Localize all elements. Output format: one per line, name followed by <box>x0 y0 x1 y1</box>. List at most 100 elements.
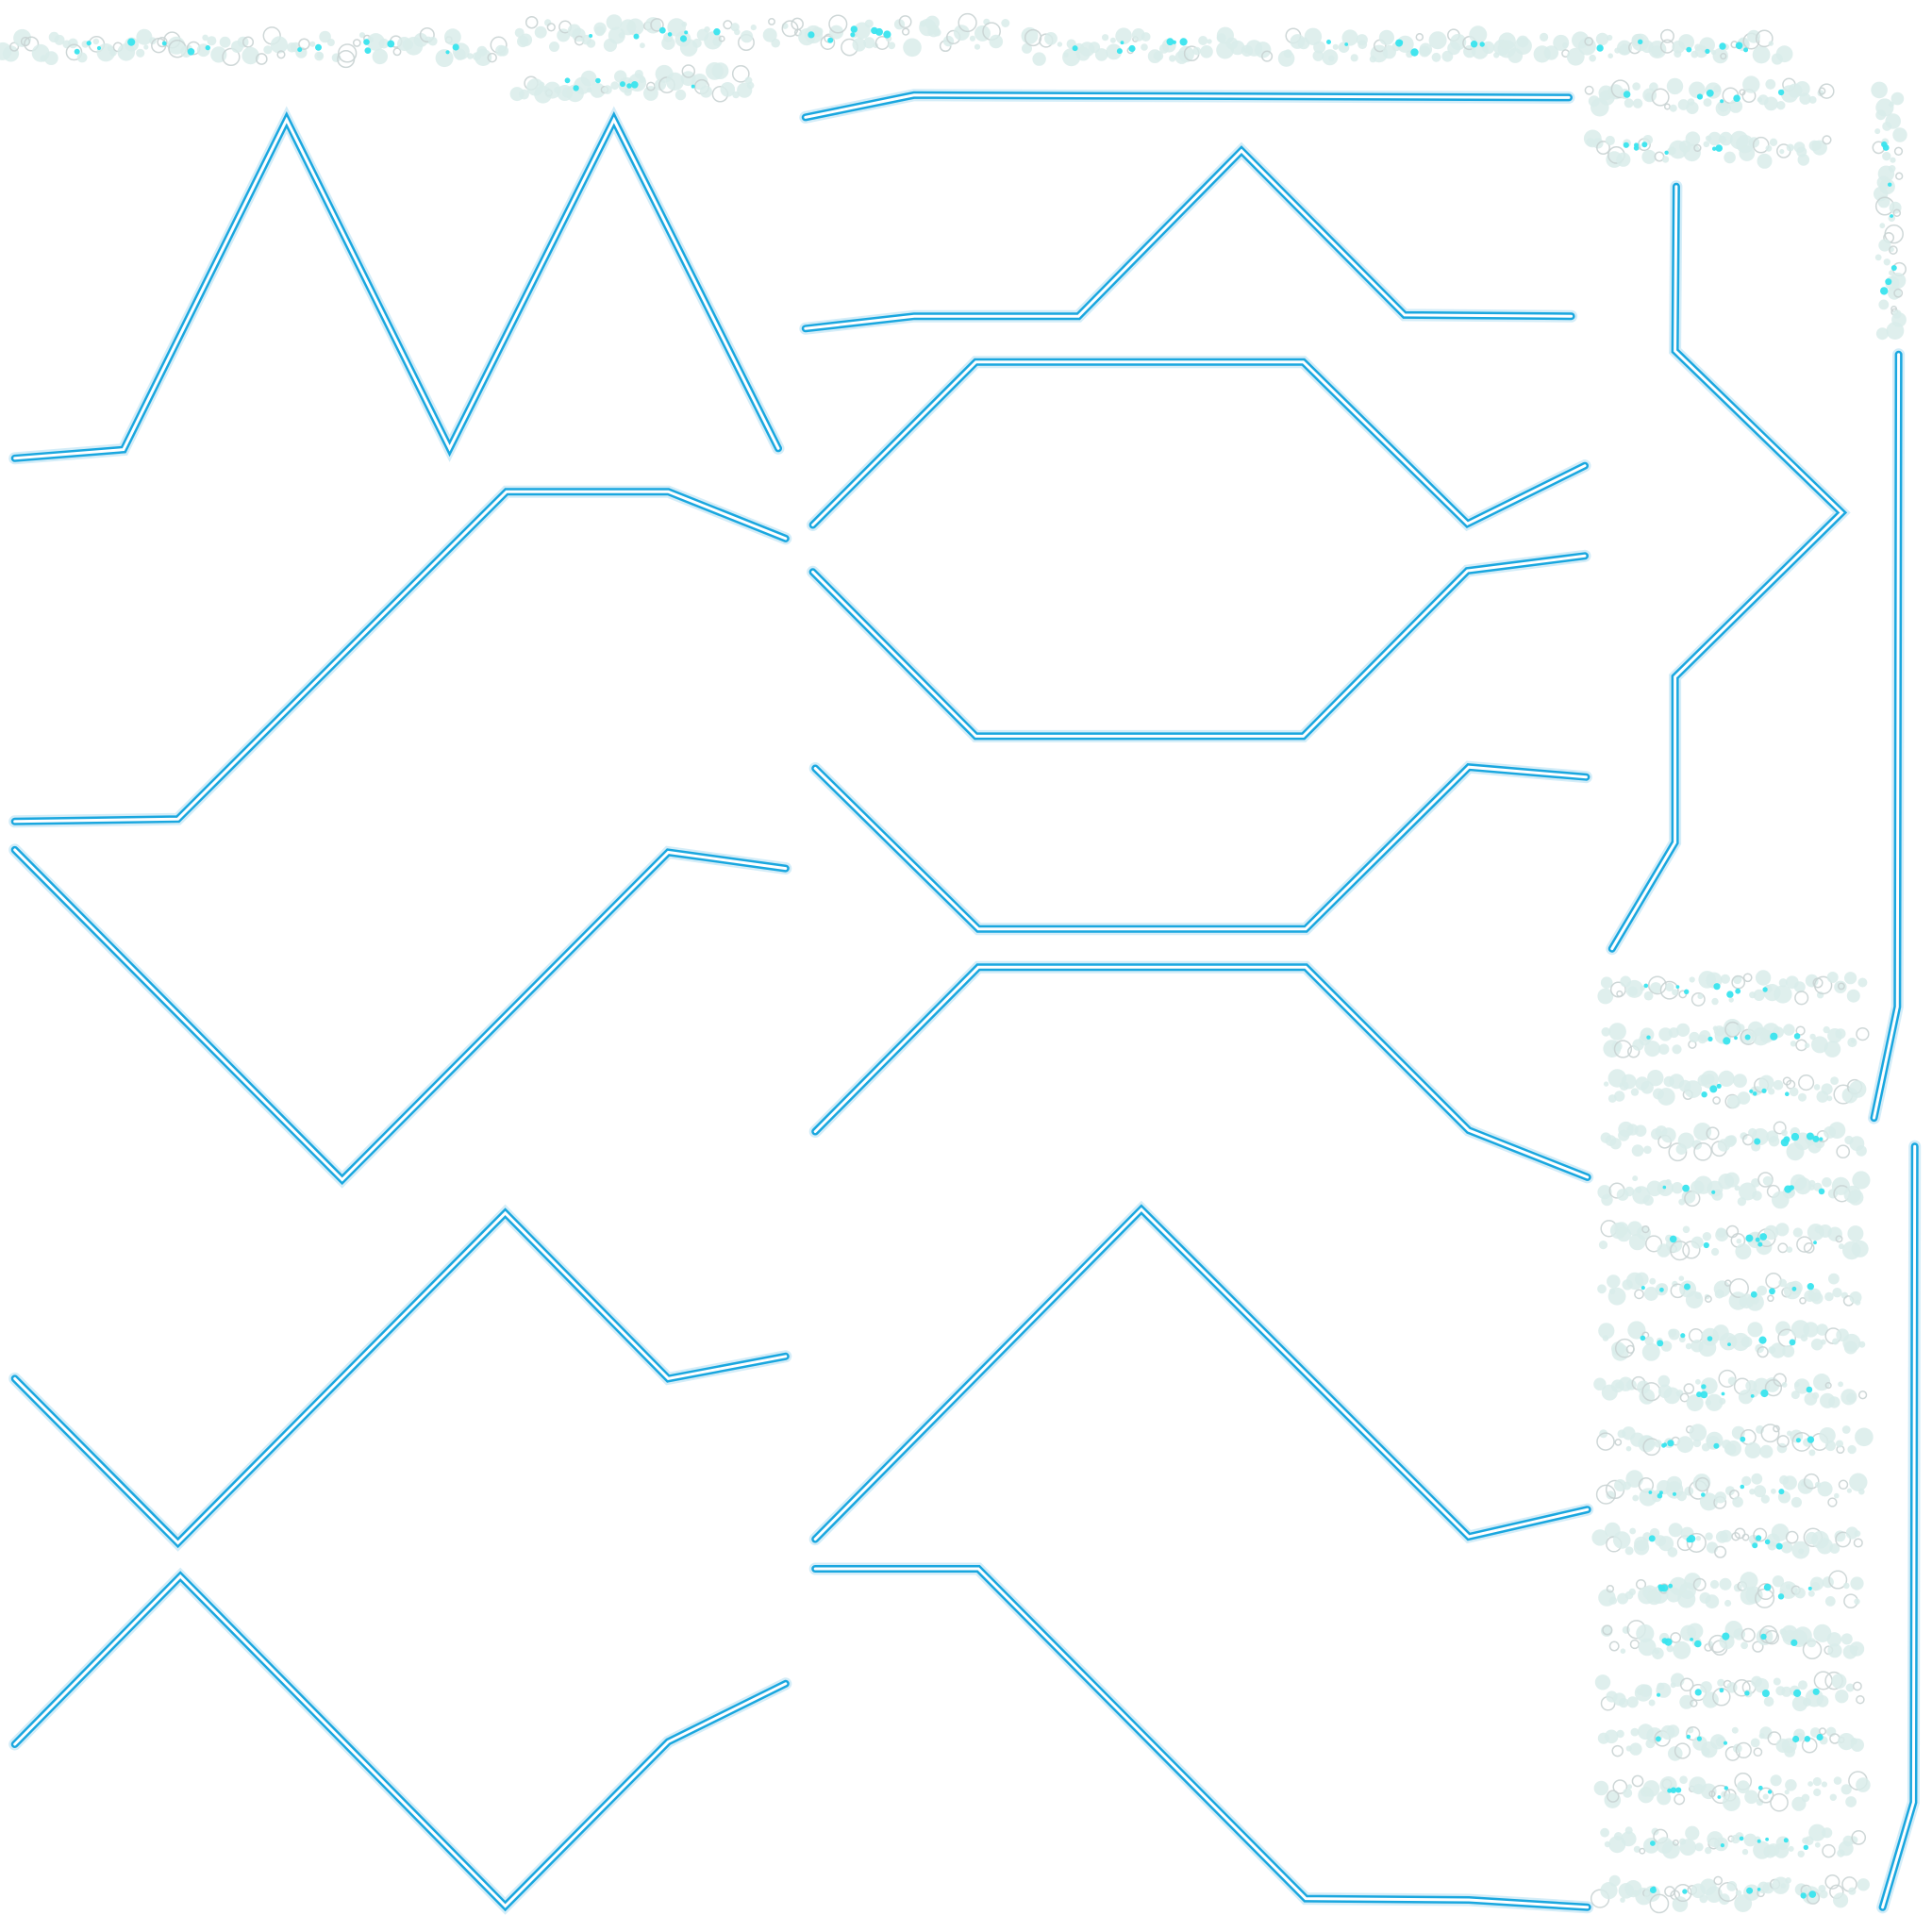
sparkle-bubble <box>1740 1572 1758 1591</box>
sparkle-bubble <box>1797 1850 1805 1858</box>
sparkle-ring <box>1706 1126 1720 1141</box>
sparkle-bubble <box>242 46 259 65</box>
sparkle-bubble <box>1672 1044 1682 1055</box>
sparkle-bubble <box>969 35 976 42</box>
sparkle-bubble <box>1679 1775 1688 1784</box>
sparkle-bubble <box>1640 985 1645 991</box>
sparkle-bubble <box>1689 1031 1700 1043</box>
sparkle-bubble <box>1849 1473 1868 1491</box>
sparkle-bubble <box>1803 1322 1819 1338</box>
sparkle-bubble <box>1828 1122 1846 1139</box>
sparkle-core <box>1711 1190 1716 1194</box>
sparkle-core <box>1623 91 1631 98</box>
sparkle-bubble <box>1684 1573 1702 1591</box>
sparkle-core <box>1694 1640 1702 1648</box>
glow-line-path-9-glow-outer <box>808 960 1594 1184</box>
sparkle-bubble <box>1892 127 1907 142</box>
sparkle-bubble <box>624 88 632 96</box>
glow-line-path-15-glow-mid <box>1870 350 1903 1123</box>
sparkle-bubble <box>1637 1225 1651 1241</box>
sparkle-bubble <box>1776 101 1786 110</box>
sparkle-bubble <box>1789 1087 1799 1097</box>
sparkle-bubble <box>1828 1396 1840 1408</box>
sparkle-core <box>1682 1184 1690 1192</box>
sparkle-ring <box>768 17 775 25</box>
sparkle-bubble <box>1814 1841 1821 1848</box>
sparkle-bubble <box>1255 42 1272 58</box>
sparkle-ring <box>1611 1744 1624 1757</box>
sparkle-core <box>445 50 450 55</box>
sparkle-bubble <box>1822 1827 1833 1839</box>
sparkle-bubble <box>1780 1883 1787 1889</box>
sparkle-bubble <box>1741 1848 1749 1856</box>
sparkle-core <box>1684 1283 1690 1291</box>
sparkle-bubble <box>1883 258 1891 266</box>
sparkle-bubble <box>1846 989 1860 1003</box>
glow-line-path-14 <box>1606 180 1851 956</box>
sparkle-bubble <box>1769 138 1778 146</box>
sparkle-bubble <box>1597 1284 1607 1294</box>
sparkle-ring <box>1686 1725 1701 1741</box>
sparkle-bubble <box>1514 37 1532 55</box>
sparkle-bubble <box>1633 1845 1641 1853</box>
sparkle-ring <box>1584 37 1594 46</box>
sparkle-bubble <box>1651 45 1663 58</box>
sparkle-core <box>1752 1091 1757 1096</box>
sparkle-bubble <box>1626 1784 1633 1790</box>
sparkle-bubble <box>1632 98 1643 108</box>
sparkle-bubble <box>1827 1226 1842 1241</box>
sparkle-bubble <box>1115 27 1132 44</box>
sparkle-bubble <box>1469 25 1488 44</box>
sparkle-ring <box>1822 135 1832 145</box>
sparkle-bubble <box>1874 254 1882 261</box>
sparkle-strip-17 <box>1598 1220 1869 1261</box>
sparkle-bubble <box>1695 1536 1702 1541</box>
sparkle-core <box>86 41 92 46</box>
sparkle-ring <box>1734 1527 1746 1540</box>
sparkle-bubble <box>1694 1291 1702 1300</box>
sparkle-core <box>1717 1795 1722 1799</box>
sparkle-bubble <box>1671 1182 1684 1194</box>
sparkle-ring <box>1803 1242 1815 1254</box>
sparkle-bubble <box>207 36 217 46</box>
sparkle-bubble <box>1141 43 1148 51</box>
sparkle-bubble <box>1773 1079 1784 1091</box>
sparkle-bubble <box>1711 997 1719 1006</box>
sparkle-bubble <box>1751 1473 1763 1485</box>
sparkle-core <box>1807 1436 1815 1443</box>
sparkle-core <box>1657 1692 1661 1697</box>
sparkle-bubble <box>1757 153 1773 169</box>
glow-line-path-16 <box>1876 1140 1922 1914</box>
sparkle-ring <box>1827 1497 1838 1507</box>
sparkle-bubble <box>1718 1893 1730 1906</box>
sparkle-strip-7 <box>1533 28 1793 66</box>
sparkle-ring <box>1725 1224 1740 1239</box>
sparkle-bubble <box>1764 96 1778 111</box>
sparkle-strip-20 <box>1593 1369 1868 1412</box>
sparkle-bubble <box>1283 49 1292 58</box>
sparkle-bubble <box>1644 1336 1654 1346</box>
sparkle-bubble <box>76 52 88 63</box>
sparkle-bubble <box>1540 32 1549 42</box>
sparkle-ring <box>1608 1641 1620 1652</box>
sparkle-bubble <box>1621 1831 1637 1847</box>
sparkle-core <box>1791 1286 1797 1291</box>
sparkle-core <box>850 32 856 38</box>
sparkle-bubble <box>1640 1027 1655 1042</box>
sparkle-bubble <box>626 18 644 36</box>
sparkle-bubble <box>606 14 623 30</box>
sparkle-bubble <box>1357 40 1368 50</box>
sparkle-bubble <box>1618 1697 1629 1708</box>
sparkle-bubble <box>888 42 896 50</box>
sparkle-bubble <box>1808 1449 1816 1457</box>
sparkle-bubble <box>1754 1677 1770 1693</box>
sparkle-core <box>1701 1384 1707 1390</box>
sparkle-bubble <box>136 28 153 45</box>
sparkle-bubble <box>1833 1892 1849 1908</box>
sparkle-bubble <box>1328 55 1335 62</box>
sparkle-bubble <box>1543 45 1559 60</box>
sparkle-core <box>1819 1137 1824 1141</box>
sparkle-bubble <box>1744 1441 1761 1458</box>
sparkle-bubble <box>1772 1575 1785 1588</box>
sparkle-core <box>1657 1492 1663 1499</box>
